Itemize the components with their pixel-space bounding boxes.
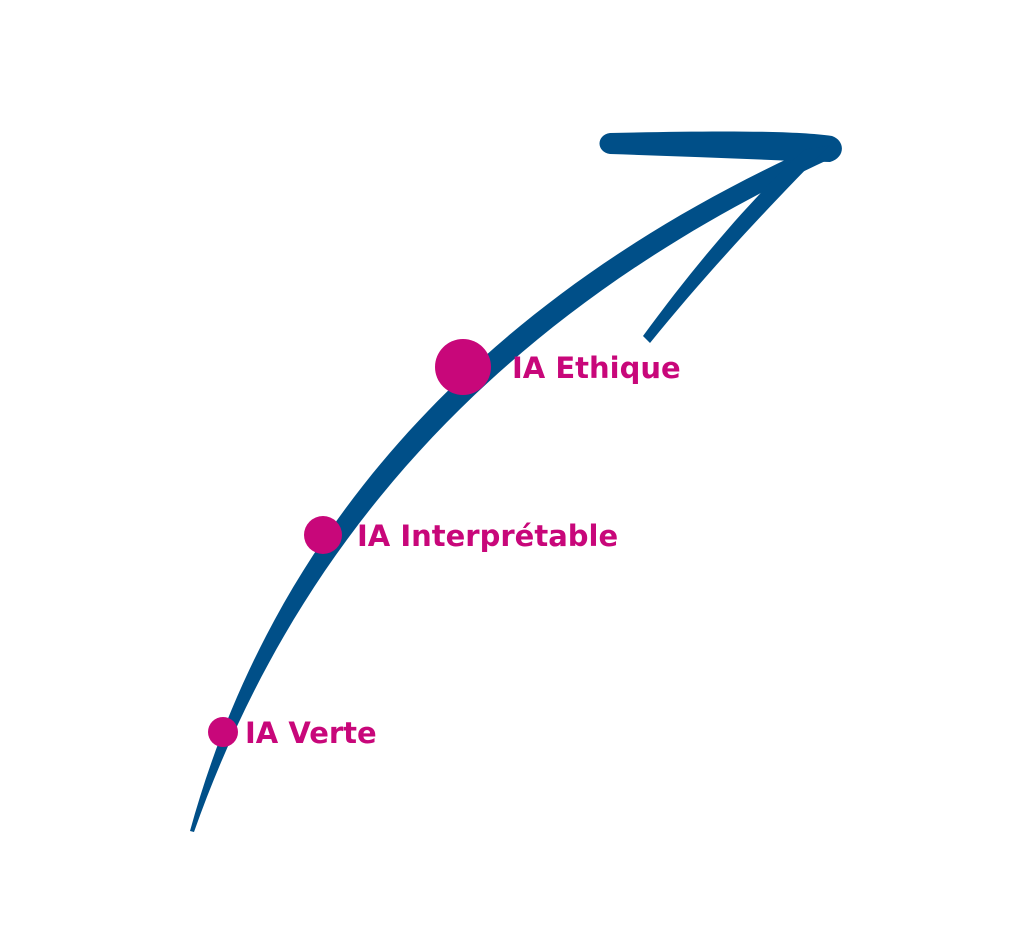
stage-marker [208,717,238,747]
stage-marker [304,516,342,554]
arrow-head-top [599,131,842,162]
arrow-head-bottom [643,145,830,343]
stage-marker [435,339,491,395]
stage-label: IA Verte [245,716,377,750]
progress-arrow [190,131,842,832]
stage-ethique: IA Ethique [435,339,681,395]
stage-interpretable: IA Interprétable [304,516,618,554]
stage-label: IA Ethique [512,351,681,385]
stage-verte: IA Verte [208,716,377,750]
stage-label: IA Interprétable [357,519,618,553]
